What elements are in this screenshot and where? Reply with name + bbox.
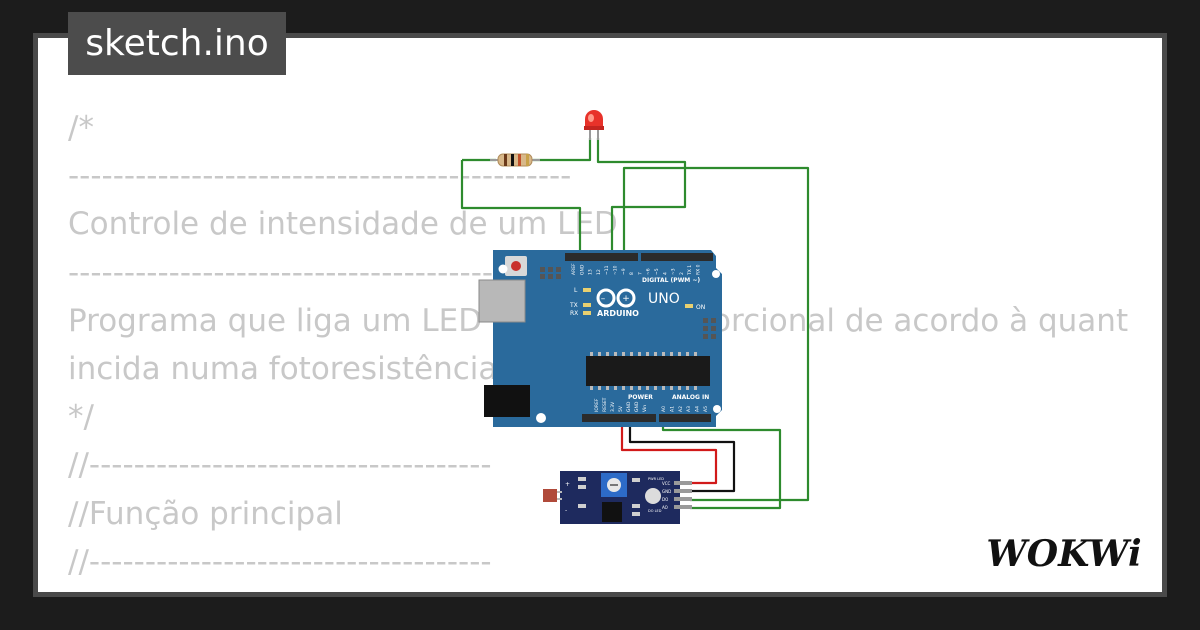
- power-pin-label: GND: [634, 401, 640, 412]
- tx-label: TX: [569, 302, 578, 309]
- wire-gnd-to-gnd[interactable]: [628, 418, 736, 493]
- code-line: Controle de intensidade de um LED: [68, 206, 618, 243]
- wire-pin10-to-sensor-ao[interactable]: [622, 166, 810, 502]
- digital-pin-label: 4: [662, 272, 668, 275]
- comparator-chip: [602, 502, 622, 522]
- ldr-sensor: [543, 489, 557, 502]
- code-line: ----------------------------------------…: [68, 158, 572, 195]
- wire-led-cathode-to-gnd[interactable]: [460, 160, 582, 252]
- sensor-pin-labels: VCC GND DO AO: [662, 481, 671, 510]
- resistor[interactable]: [490, 153, 540, 167]
- code-line: */: [68, 399, 94, 436]
- photoresistor-module[interactable]: VCC GND DO AO PWR LED DO LED + -: [543, 471, 692, 524]
- board-logo-text: ARDUINO: [597, 309, 639, 318]
- code-line: incida numa fotoresistência: [68, 350, 498, 387]
- arduino-uno[interactable]: – + UNO ARDUINO DIGITAL (PWM ~) POWER AN…: [478, 250, 722, 427]
- l-label: L: [574, 287, 578, 294]
- wire-a0-to-sensor-do[interactable]: [661, 418, 782, 510]
- led[interactable]: [584, 110, 604, 140]
- sensor-pin-label: GND: [662, 489, 671, 494]
- wire-led-anode-to-pin9[interactable]: [596, 138, 687, 252]
- usb-port: [478, 279, 526, 323]
- digital-pin-label: 8: [629, 272, 635, 275]
- code-editor[interactable]: /*--------------------------------------…: [68, 104, 1128, 592]
- power-pin-label: 3.3V: [610, 401, 616, 412]
- indicator-led: [645, 488, 661, 504]
- file-tab[interactable]: sketch.ino: [68, 12, 286, 75]
- code-line: void setup(): [68, 586, 1128, 593]
- sensor-pin-label: VCC: [662, 481, 671, 486]
- sensor-pin-label: DO: [662, 497, 668, 502]
- digital-pin-label: TX 1: [687, 265, 693, 276]
- analog-pin-label: A0: [661, 406, 667, 412]
- power-pin-label: RESET: [602, 397, 608, 412]
- wire-resistor-to-led-b[interactable]: [533, 138, 592, 162]
- arduino-infinity-icon: [596, 288, 636, 308]
- sensor-do-led-label: DO LED: [648, 509, 662, 513]
- power-pin-label: Vin: [642, 405, 648, 412]
- digital-header-2: [641, 253, 713, 261]
- digital-header: [565, 253, 638, 261]
- rx-label: RX: [570, 310, 578, 317]
- file-tab-label: sketch.ino: [85, 23, 269, 64]
- analog-pin-label: A1: [669, 406, 675, 412]
- digital-pin-label: ~9: [621, 268, 627, 275]
- atmega-chip: [586, 356, 710, 386]
- code-line: //------------------------------------: [68, 447, 492, 484]
- power-jack: [484, 385, 530, 417]
- on-label: ON: [696, 304, 705, 311]
- analog-pin-label: A5: [703, 406, 709, 412]
- wire-5v-to-vcc[interactable]: [620, 418, 718, 485]
- digital-pin-label: 7: [637, 272, 643, 275]
- digital-pin-label: ~11: [604, 265, 610, 275]
- sensor-pwr-led-label: PWR LED: [648, 477, 664, 481]
- digital-pin-label: 2: [679, 272, 685, 275]
- code-line: //------------------------------------: [68, 543, 492, 580]
- wokwi-logo: WOKWi: [986, 533, 1141, 575]
- power-pin-label: GND: [626, 401, 632, 412]
- digital-pin-label: 12: [596, 269, 602, 275]
- digital-pin-label: RX 0: [696, 264, 702, 275]
- svg-text:–: –: [601, 294, 606, 304]
- board-model: UNO: [648, 291, 680, 307]
- code-line: /*: [68, 110, 94, 146]
- svg-text:-: -: [565, 507, 567, 514]
- digital-pin-label: AREF: [571, 263, 577, 275]
- svg-text:+: +: [565, 481, 570, 488]
- power-label: POWER: [628, 394, 653, 401]
- wires: [460, 138, 810, 510]
- power-pin-label: IOREF: [594, 398, 600, 412]
- digital-label: DIGITAL (PWM ~): [642, 277, 700, 284]
- digital-pin-label: ~3: [671, 268, 677, 275]
- power-pin-label: 5V: [618, 405, 624, 412]
- digital-pin-label: ~10: [613, 265, 619, 275]
- code-line: //Função principal: [68, 495, 343, 532]
- wokwi-brand-text: WOKWi: [986, 533, 1141, 575]
- analog-pin-label: A3: [686, 406, 692, 412]
- analog-pin-label: A2: [678, 406, 684, 412]
- digital-pin-label: ~6: [646, 268, 652, 275]
- analog-label: ANALOG IN: [672, 394, 709, 401]
- svg-text:+: +: [622, 294, 630, 304]
- analog-header: [659, 414, 711, 422]
- digital-pin-label: GND: [579, 264, 585, 275]
- digital-pin-label: 13: [588, 269, 594, 275]
- sensor-pin-label: AO: [662, 505, 668, 510]
- power-header: [582, 414, 656, 422]
- digital-pin-label: ~5: [654, 268, 660, 275]
- analog-pin-label: A4: [695, 406, 701, 412]
